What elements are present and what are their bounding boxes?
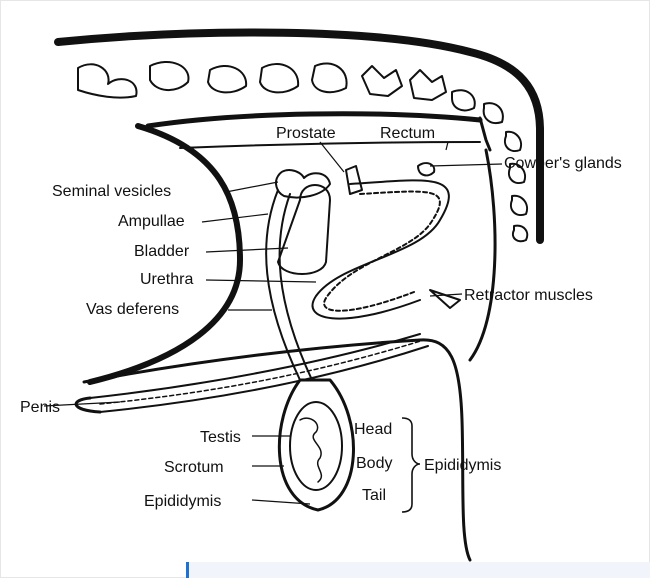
label-head: Head [354, 421, 392, 438]
cowpers-shape [418, 163, 434, 175]
seminal-vesicles-shape [276, 170, 330, 197]
penis-tip [76, 398, 100, 412]
label-scrotum: Scrotum [164, 459, 224, 476]
label-epididymis-group: Epididymis [424, 457, 501, 474]
label-body: Body [356, 455, 392, 472]
label-testis: Testis [200, 429, 241, 446]
urethra-outer [313, 180, 449, 318]
label-penis: Penis [20, 399, 60, 416]
label-urethra: Urethra [140, 271, 193, 288]
rectum-tube-inner [180, 142, 480, 148]
label-epididymis: Epididymis [144, 493, 221, 510]
label-seminal-vesicles: Seminal vesicles [52, 183, 171, 200]
testis-shape [290, 402, 342, 490]
rectum-end [480, 118, 490, 150]
label-retractor-muscles: Retractor muscles [464, 287, 593, 304]
bladder-shape [278, 185, 330, 274]
urethra-inner [324, 192, 440, 311]
bottom-panel [186, 562, 650, 578]
label-ampullae: Ampullae [118, 213, 185, 230]
label-bladder: Bladder [134, 243, 190, 260]
testis-texture [300, 418, 321, 482]
epididymis-brace [402, 418, 420, 512]
label-cowpers-glands: Cowper's glands [504, 155, 622, 172]
prostate-shape [346, 166, 362, 194]
label-vas-deferens: Vas deferens [86, 301, 179, 318]
label-rectum: Rectum [380, 125, 435, 142]
label-tail: Tail [362, 487, 386, 504]
retractor-muscle [430, 290, 460, 308]
label-prostate: Prostate [276, 125, 336, 142]
penis-lower [100, 346, 428, 412]
pelvic-line [470, 150, 495, 360]
